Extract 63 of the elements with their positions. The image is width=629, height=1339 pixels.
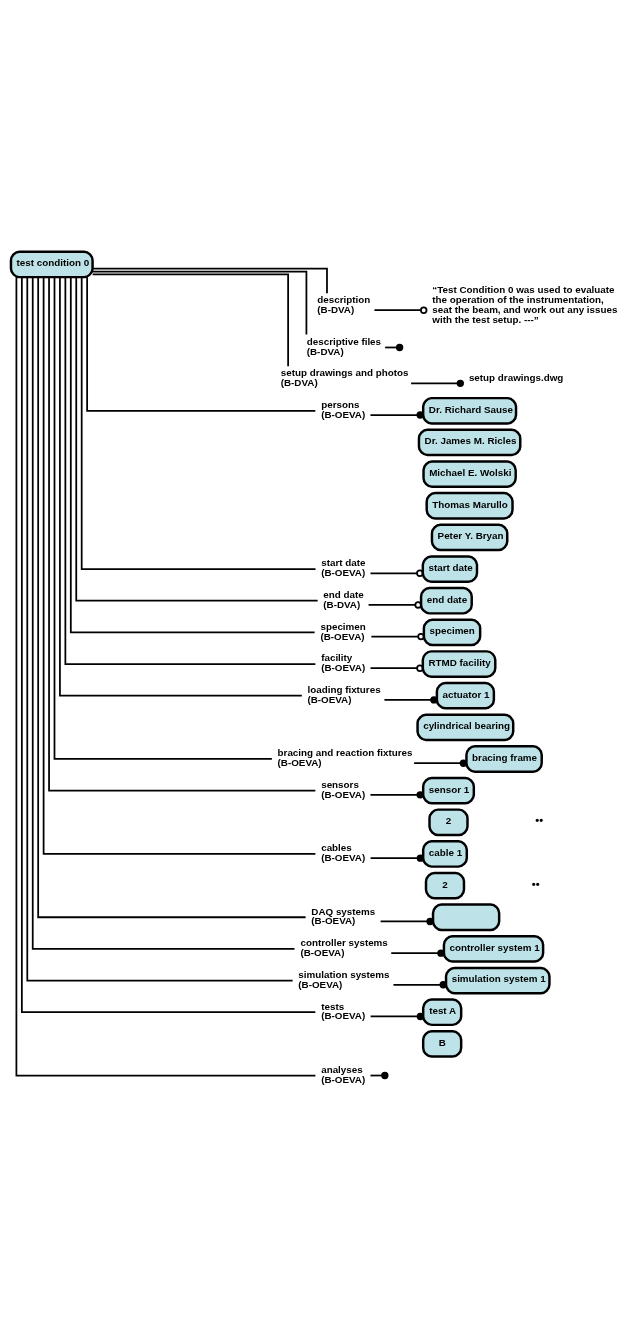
label: ••	[531, 877, 540, 890]
node-box: actuator 1	[435, 681, 496, 710]
node-text: descriptive files (B-DVA)	[306, 335, 382, 357]
node-box: 2	[424, 871, 466, 899]
node-text: end date (B-DVA)	[323, 588, 364, 610]
connector	[410, 379, 464, 387]
node-box: Peter Y. Bryan	[430, 523, 509, 551]
connector	[373, 306, 428, 314]
connector	[369, 1012, 425, 1020]
node-text: description (B-DVA)	[317, 293, 371, 315]
connector	[390, 948, 445, 957]
label: ••	[535, 813, 544, 826]
node-box: RTMD facility	[421, 649, 497, 678]
node-box: B	[421, 1029, 463, 1058]
node-box: Dr. Richard Sause	[421, 396, 518, 425]
connector	[369, 569, 424, 577]
connector	[86, 275, 317, 412]
connector	[392, 980, 447, 988]
connector	[91, 270, 308, 335]
node-text: cables (B-OEVA)	[321, 841, 366, 863]
connector	[383, 695, 438, 704]
node-box: Dr. James M. Ricles	[417, 428, 522, 456]
node-text: simulation systems (B-OEVA)	[298, 968, 390, 990]
node-text: facility (B-OEVA)	[321, 651, 366, 673]
node-text: DAQ systems (B-OEVA)	[311, 905, 376, 926]
node-text: sensors (B-OEVA)	[321, 778, 366, 800]
node-box	[431, 902, 501, 931]
node-text: setup drawings.dwg	[468, 371, 564, 383]
node-box: cable 1	[421, 839, 469, 868]
node-box: controller system 1	[442, 934, 545, 963]
node-text: analyses (B-OEVA)	[321, 1063, 366, 1085]
node-box: test condition 0	[9, 250, 94, 278]
node-box: start date	[421, 554, 479, 583]
node-text: bracing and reaction fixtures (B-OEVA)	[277, 746, 413, 768]
node-text: “Test Condition 0 was used to evaluate the operation of the instrumentation, seat the beam, and work out any issues with the test setup. ---”	[432, 283, 618, 325]
node-text: specimen (B-OEVA)	[320, 620, 366, 642]
node-text: loading fixtures (B-OEVA)	[307, 683, 381, 705]
node-box: specimen	[422, 618, 482, 646]
connector	[369, 853, 425, 862]
node-box: sensor 1	[421, 776, 476, 805]
connector	[53, 275, 273, 760]
node-box: simulation system 1	[444, 966, 551, 994]
connector	[379, 917, 434, 925]
node-box: test A	[421, 997, 463, 1026]
connector	[370, 632, 425, 640]
node-box: 2	[428, 807, 469, 836]
connector	[91, 267, 328, 294]
node-box: bracing frame	[465, 744, 543, 773]
node-text: tests (B-OEVA)	[321, 1000, 366, 1021]
connector	[369, 664, 424, 672]
node-box: end date	[419, 586, 473, 615]
node-box: Michael E. Wolski	[422, 459, 517, 488]
node-text: start date (B-OEVA)	[321, 556, 366, 578]
connector	[369, 790, 424, 799]
node-text: controller systems (B-OEVA)	[300, 936, 388, 958]
connector	[367, 600, 422, 609]
connector	[413, 759, 468, 767]
connector	[91, 272, 289, 367]
node-text: persons (B-OEVA)	[321, 398, 366, 420]
connector	[369, 410, 424, 419]
node-box: Thomas Marullo	[425, 491, 514, 520]
node-box: cylindrical bearing	[416, 712, 515, 741]
node-text: setup drawings and photos (B-DVA)	[280, 366, 409, 388]
